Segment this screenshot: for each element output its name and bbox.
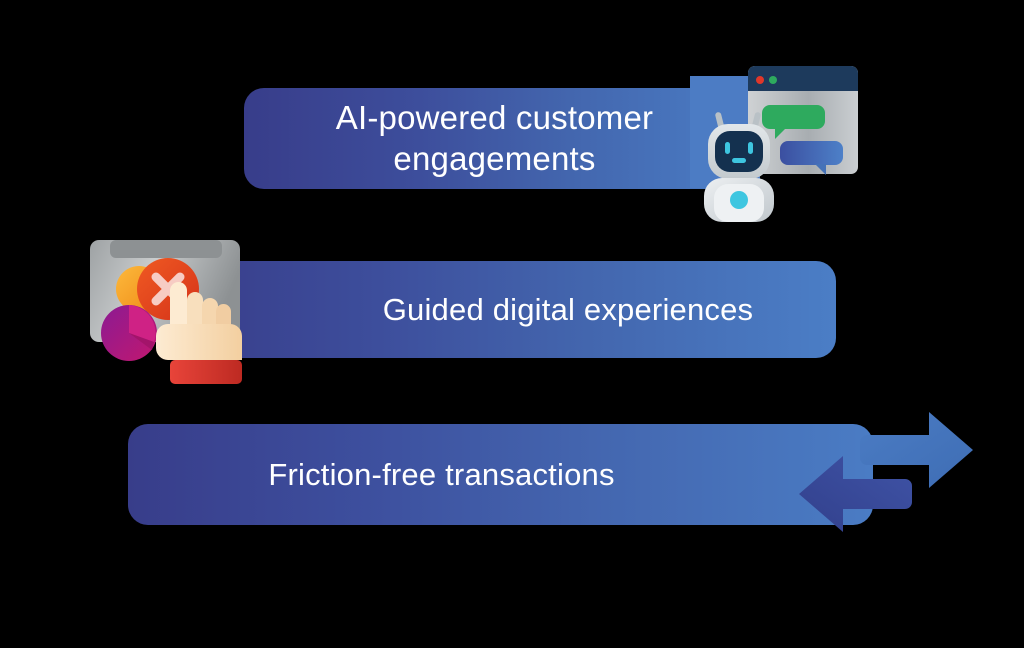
- bar-friction-free-transactions[interactable]: Friction-free transactions: [128, 424, 873, 525]
- chat-bubble-blue: [780, 141, 843, 175]
- chat-bubble-green: [762, 105, 825, 139]
- pie-chart-icon: [101, 305, 157, 361]
- arrow-left-icon: [799, 456, 912, 532]
- robot-face: [715, 131, 763, 172]
- robot-mouth: [732, 158, 746, 163]
- bar-1-label: AI-powered customer engagements: [335, 99, 654, 177]
- bar-guided-digital-experiences[interactable]: Guided digital experiences: [182, 261, 836, 358]
- robot-mascot: [704, 112, 774, 222]
- chatbot-illustration: [690, 48, 875, 222]
- chat-window-titlebar: [748, 66, 858, 91]
- robot-chest-light: [730, 191, 748, 209]
- bar-ai-powered-customer-engagements[interactable]: AI-powered customer engagements: [244, 88, 745, 189]
- bar-3-label: Friction-free transactions: [268, 456, 615, 492]
- sleeve-cuff: [170, 360, 242, 384]
- robot-eye-left: [725, 142, 730, 154]
- bar-2-label: Guided digital experiences: [382, 291, 754, 327]
- pointing-hand-screen-illustration: [82, 232, 260, 392]
- arrow-right-icon: [860, 412, 973, 488]
- two-way-arrows-illustration: [793, 406, 979, 538]
- pointing-hand: [156, 282, 242, 384]
- chat-window: [748, 66, 858, 175]
- window-close-dot: [756, 76, 764, 84]
- device-screen-topbar: [110, 240, 222, 258]
- window-minimize-dot: [769, 76, 777, 84]
- robot-eye-right: [748, 142, 753, 154]
